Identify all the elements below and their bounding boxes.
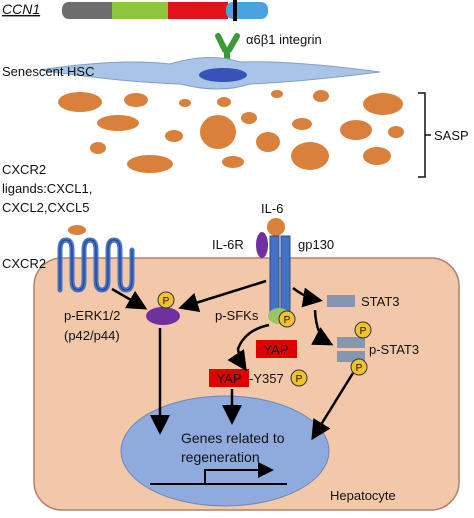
signaling-arrows	[111, 279, 355, 441]
p-erk-label-1: p-ERK1/2	[64, 308, 120, 323]
gp130-label: gp130	[298, 237, 334, 252]
yap-phospho: P	[290, 369, 308, 387]
genes-label-1: Genes related to	[181, 430, 285, 446]
promoter-arrow	[204, 462, 274, 484]
svg-text:P: P	[296, 374, 303, 385]
gp130-right	[280, 235, 291, 313]
yap-box	[256, 340, 297, 358]
gp130-left	[269, 235, 280, 313]
il6-label: IL-6	[261, 201, 283, 216]
il6r-label: IL-6R	[212, 237, 244, 252]
ccn1-label: CCN1	[2, 1, 40, 17]
p-stat3-box-1	[337, 337, 365, 348]
erk-phospho: P	[157, 291, 175, 309]
arrow-stat3-to-pstat3	[311, 309, 334, 346]
svg-text:P: P	[163, 296, 170, 307]
genes-label-2: regeneration	[181, 449, 260, 465]
ccn1-domain-4	[226, 2, 268, 19]
svg-text:P: P	[284, 315, 291, 326]
arrow-gp130-to-erk	[178, 279, 267, 313]
yap-y357-box	[209, 369, 249, 387]
sasp-blobs	[58, 90, 404, 173]
sasp-label: SASP	[434, 128, 469, 143]
sasp-bracket	[418, 92, 431, 178]
cxcr2-ligands-line1: CXCR2	[2, 162, 46, 177]
senescent-hsc-label: Senescent HSC	[2, 64, 95, 79]
p-erk-label-2: (p42/p44)	[64, 328, 120, 343]
stat3-box	[327, 295, 355, 307]
p-stat3-box-2	[337, 351, 365, 362]
ccn1-cleavage-mark	[233, 0, 237, 21]
cxcr2-ligands-line2: ligands:CXCL1,	[2, 181, 92, 196]
arrow-gp130-to-stat3	[292, 287, 323, 308]
il6r-receptor	[256, 232, 268, 258]
yap-label: YAP	[263, 342, 288, 357]
svg-text:P: P	[356, 363, 363, 374]
stat3-phospho-1: P	[354, 321, 372, 339]
cxcr2-ligands-line3: CXCL2,CXCL5	[2, 200, 89, 215]
svg-text:P: P	[360, 326, 367, 337]
ccn1-domain-2	[112, 2, 170, 19]
arrow-pstat3-to-nucleus	[311, 372, 355, 441]
stat3-label: STAT3	[361, 294, 400, 309]
arrow-cxcr2-to-erk	[111, 287, 148, 310]
stat3-phospho-2: P	[350, 358, 368, 376]
hepatocyte-label: Hepatocyte	[330, 488, 396, 503]
ccn1-domains	[62, 0, 268, 21]
p-stat3-label: p-STAT3	[369, 342, 419, 357]
il6-ligand	[267, 218, 285, 236]
arrow-sfks-to-yap	[227, 323, 270, 372]
p-erk-oval	[146, 307, 180, 325]
ccn1-domain-1	[62, 2, 118, 19]
sfks-phospho: P	[278, 310, 296, 328]
integrin-label: α6β1 integrin	[246, 32, 322, 47]
nucleus	[120, 395, 330, 507]
cxcr2-outline	[59, 239, 133, 291]
cxcr2-ligand-blob	[68, 225, 86, 235]
hsc-nucleus	[199, 68, 247, 82]
cxcr2-label: CXCR2	[2, 256, 46, 271]
yap-y357-label: YAP	[216, 371, 241, 386]
ccn1-domain-3	[168, 2, 228, 19]
p-sfks-label: p-SFKs	[215, 308, 259, 323]
y357-suffix-label: -Y357	[249, 371, 284, 386]
